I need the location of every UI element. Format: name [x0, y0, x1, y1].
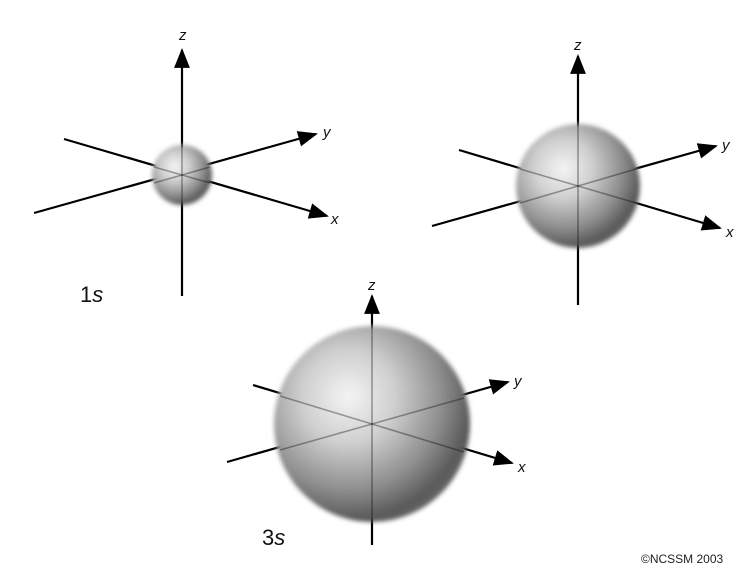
x-axis-label: x [517, 459, 526, 476]
orbital-sphere-1s [152, 145, 212, 205]
orbital-1s: z y x 1s [33, 27, 339, 307]
y-axis-label: y [721, 137, 731, 154]
orbital-2s: z y x [431, 37, 734, 305]
orbital-label-1s: 1s [80, 282, 103, 307]
orbital-label-3s: 3s [262, 525, 285, 550]
y-axis-label: y [513, 373, 523, 390]
copyright-credit: ©NCSSM 2003 [641, 552, 724, 566]
x-axis-label: x [725, 224, 734, 241]
orbital-3s: z y x 3s [226, 277, 526, 550]
z-axis-label: z [178, 27, 187, 44]
z-axis-label: z [573, 37, 582, 54]
orbital-sphere-3s [274, 326, 470, 522]
z-axis-label: z [367, 277, 376, 294]
y-axis-label: y [322, 124, 332, 141]
x-axis-label: x [330, 211, 339, 228]
orbital-sphere-2s [516, 124, 640, 248]
